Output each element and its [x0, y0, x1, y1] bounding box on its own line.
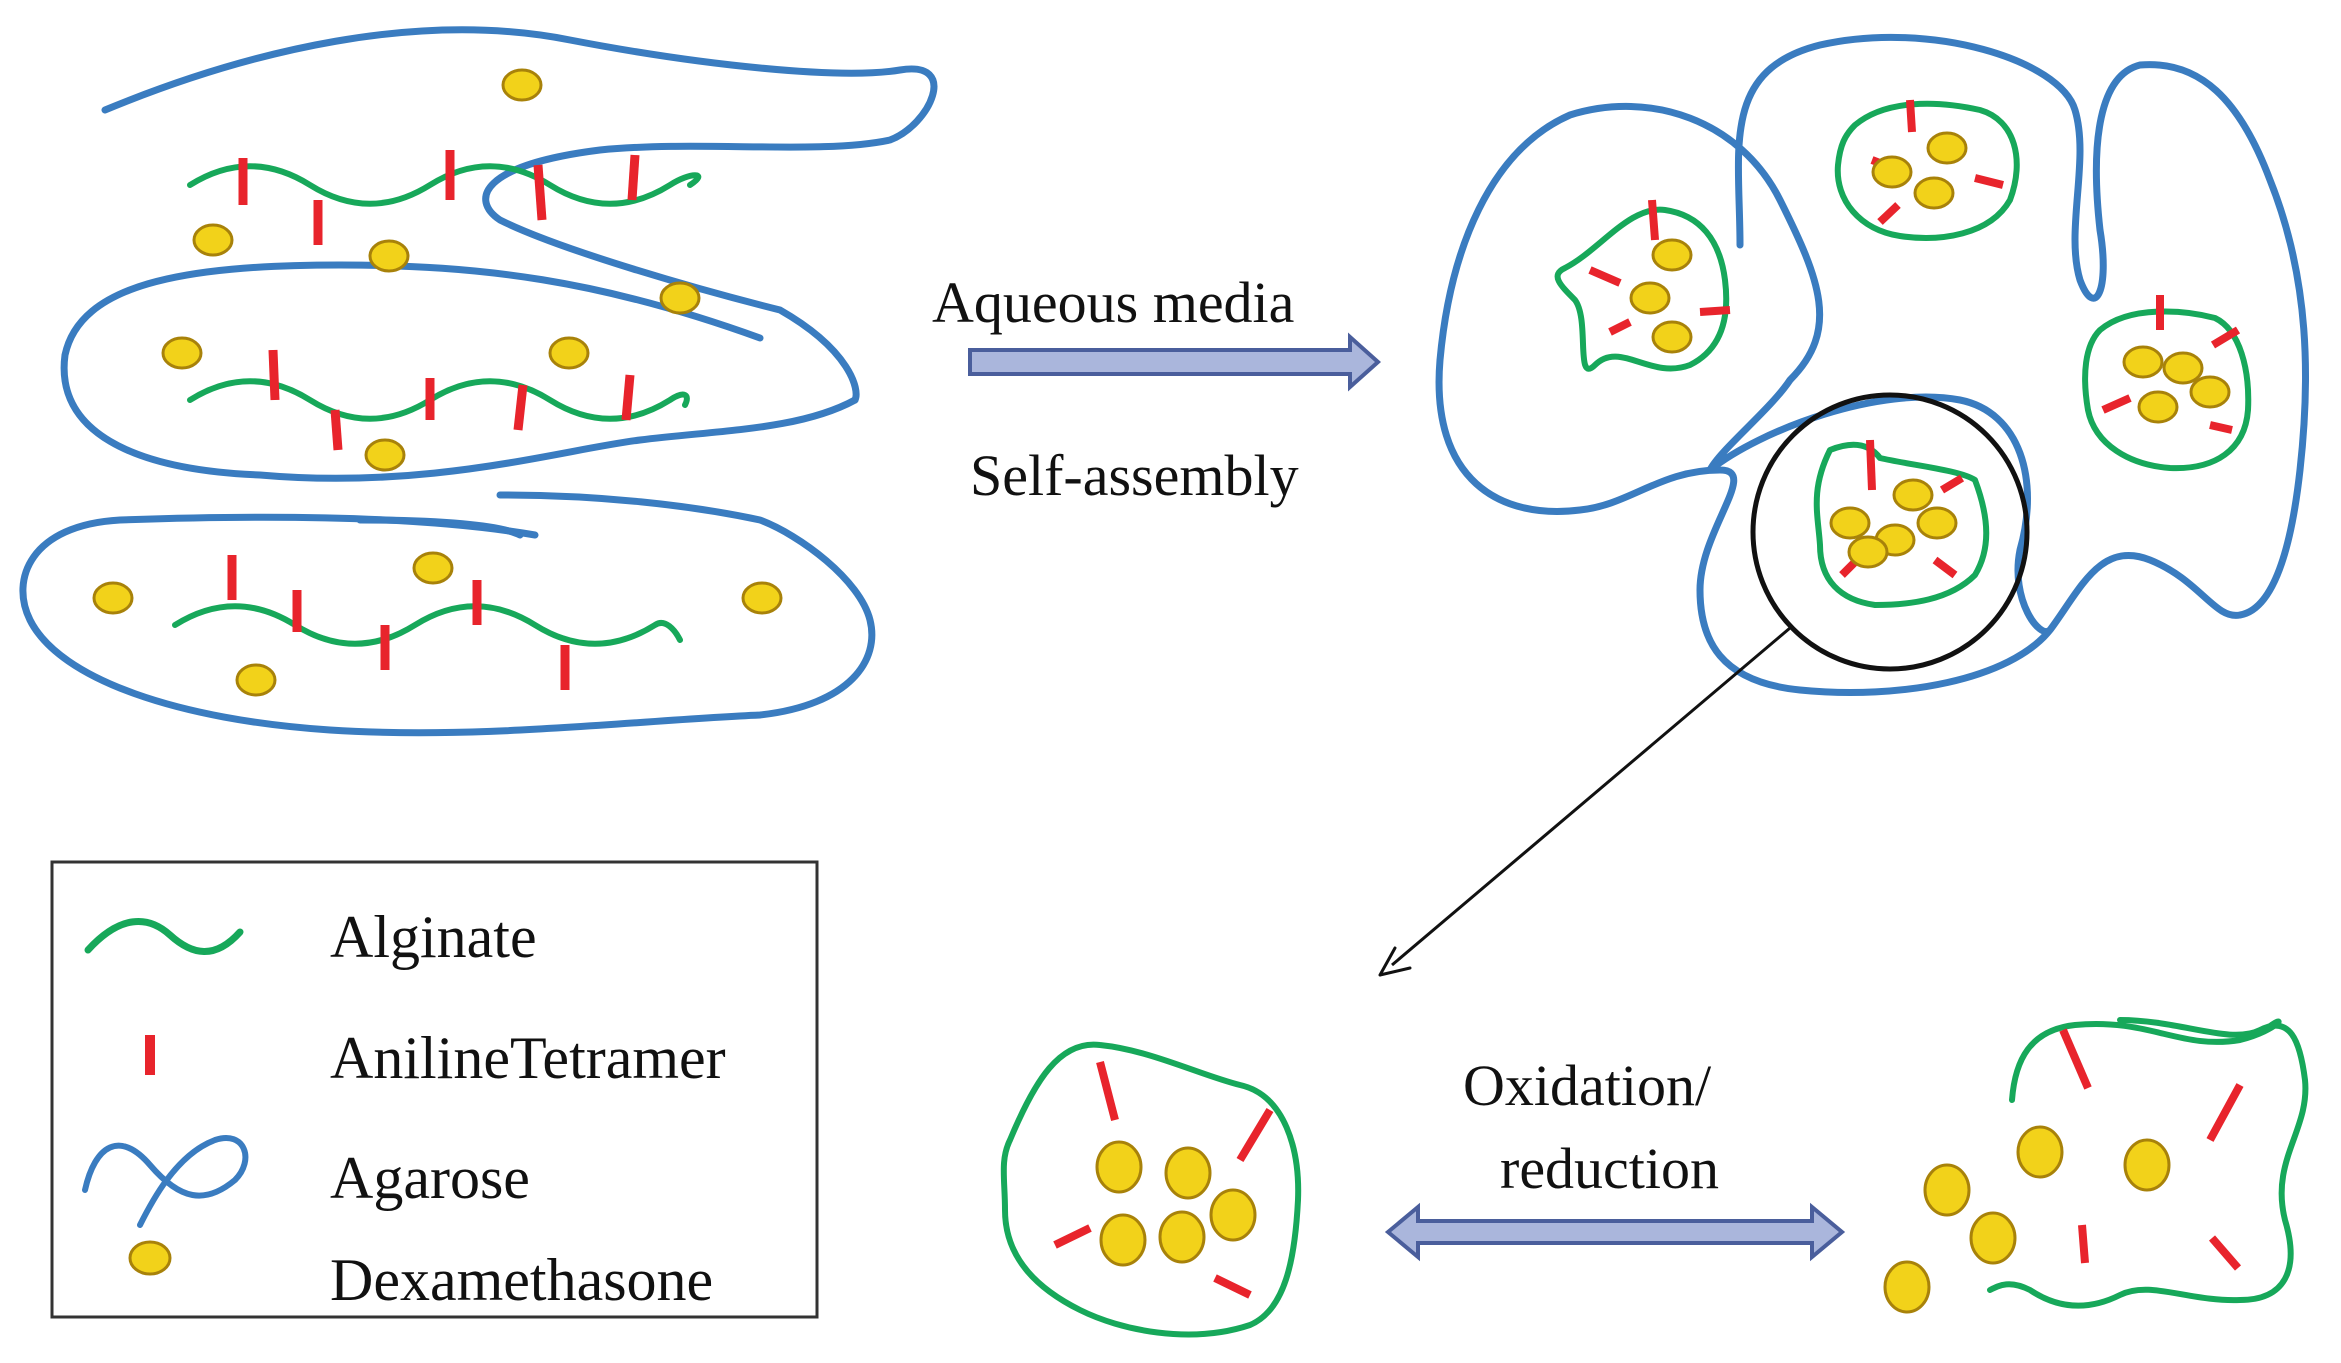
self-assembly-label: Self-assembly — [970, 443, 1299, 508]
right-arrow-icon — [968, 332, 1382, 392]
legend: Alginate AnilineTetramer Agarose Dexamet… — [50, 860, 819, 1319]
reduction-label: reduction — [1500, 1136, 1719, 1201]
nanoparticle — [1813, 439, 1990, 608]
redox-arrow: Oxidation/ reduction — [1384, 1053, 1846, 1262]
alginate-chain — [187, 163, 702, 207]
closed-nanoparticle — [1000, 1041, 1302, 1338]
legend-label-alginate: Alginate — [330, 904, 537, 970]
nanoparticle — [1554, 199, 1731, 372]
alginate-chain — [172, 603, 683, 647]
oxidation-label: Oxidation/ — [1463, 1053, 1712, 1118]
alginate-wave-icon — [84, 918, 244, 955]
self-assembly-arrow: Aqueous media Self-assembly — [932, 270, 1382, 508]
agarose-strand — [60, 261, 859, 482]
agarose-strand — [356, 516, 524, 539]
alginate-chain — [187, 378, 690, 422]
legend-label-aniline-tetramer: AnilineTetramer — [330, 1025, 726, 1091]
zoom-circle — [1750, 392, 2030, 672]
legend-box — [50, 860, 819, 1319]
self-assembled-state — [1435, 33, 2310, 696]
dexamethasone-dot-icon — [128, 1240, 172, 1276]
initial-dispersed-state — [19, 26, 938, 737]
aniline-tetramer-group — [227, 150, 640, 690]
aqueous-media-label: Aqueous media — [932, 270, 1294, 335]
agarose-network — [1435, 33, 2310, 696]
agarose-loop-icon — [82, 1135, 249, 1228]
nanoparticle — [1834, 99, 2020, 241]
legend-label-agarose: Agarose — [330, 1145, 530, 1211]
agarose-strand — [19, 491, 876, 737]
opened-nanoparticle — [1883, 1017, 2309, 1314]
dexamethasone-dots — [92, 68, 783, 697]
nanoparticle — [2082, 295, 2252, 472]
agarose-strand — [101, 26, 938, 404]
double-arrow-icon — [1384, 1202, 1846, 1262]
legend-label-dexamethasone: Dexamethasone — [330, 1247, 713, 1313]
zoom-arrow — [1378, 626, 1791, 977]
